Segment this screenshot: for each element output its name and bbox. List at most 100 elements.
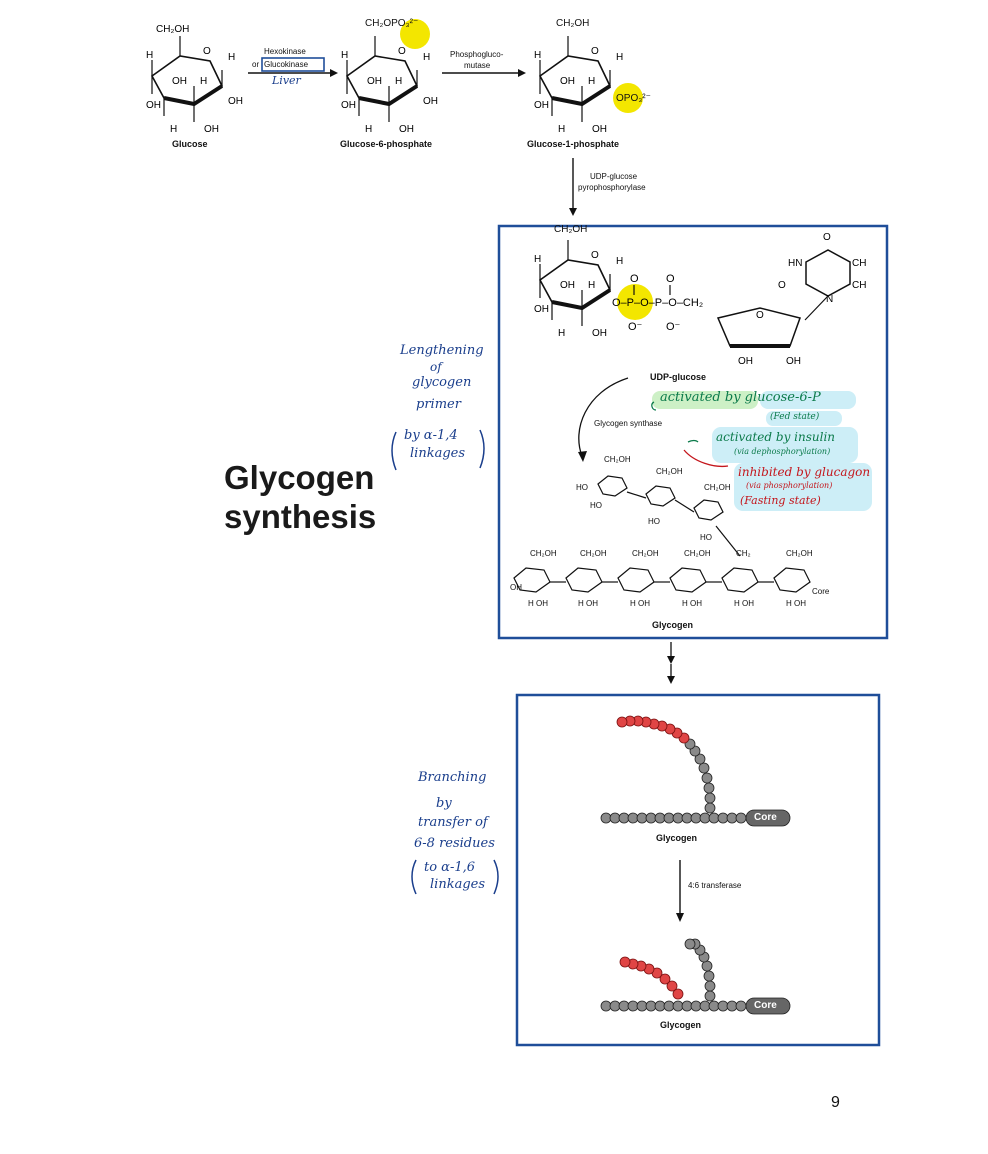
- svg-text:CH: CH: [852, 280, 866, 291]
- svg-text:OH: OH: [367, 76, 382, 87]
- svg-text:O⁻: O⁻: [666, 321, 681, 333]
- reg-activated-g6p: activated by glucose-6-P: [660, 390, 821, 405]
- svg-text:H OH: H OH: [578, 599, 598, 608]
- svg-text:O: O: [823, 232, 831, 243]
- core-label-top: Core: [754, 812, 777, 823]
- svg-text:O⁻: O⁻: [628, 321, 643, 333]
- branch-box: [515, 693, 881, 1047]
- glycogen-bead: [645, 1000, 657, 1012]
- glycogen-bead: [699, 1000, 711, 1012]
- reg-activated-insulin: activated by insulin: [716, 430, 836, 444]
- reg-dephosphorylation: (via dephosphorylation): [734, 447, 831, 456]
- glycogen-bead: [627, 812, 639, 824]
- glycogen-bead: [654, 1000, 666, 1012]
- transferred-bead: [659, 973, 671, 985]
- svg-text:OH: OH: [204, 124, 219, 135]
- svg-text:OH: OH: [423, 96, 438, 107]
- svg-text:OH: OH: [534, 304, 549, 315]
- svg-text:H: H: [558, 328, 565, 339]
- note-lengthening: Lengthening: [400, 343, 484, 358]
- note-alpha16: to α-1,6: [424, 860, 476, 875]
- enzyme-glucokinase: Glucokinase: [264, 60, 309, 69]
- enzyme-or: or: [252, 60, 260, 69]
- enzyme-hexokinase: Hexokinase: [264, 47, 306, 56]
- glycogen-chain-structure: [513, 475, 811, 593]
- g6p-structure: O H H OH H OH OH H OH: [341, 19, 438, 135]
- svg-text:OH: OH: [592, 124, 607, 135]
- glycogen-bead: [672, 812, 684, 824]
- svg-text:HO: HO: [700, 533, 712, 542]
- svg-text:CH: CH: [852, 258, 866, 269]
- svg-text:CH₂OH: CH₂OH: [656, 467, 683, 476]
- note-linkages-1: linkages: [410, 446, 466, 461]
- g1p-opo3: OPO₃²⁻: [616, 93, 651, 104]
- note-linkages-2: linkages: [430, 877, 486, 892]
- transferred-bead: [666, 980, 678, 992]
- udp-glucose-structure: O H H OH H OH H OH: [534, 238, 623, 339]
- glycogen-bead: [645, 812, 657, 824]
- glycogen-bead: [735, 812, 747, 824]
- svg-text:OH: OH: [786, 356, 801, 367]
- g6p-label: Glucose-6-phosphate: [340, 139, 433, 149]
- svg-text:CH₂OH: CH₂OH: [786, 549, 813, 558]
- note-primer: primer: [416, 397, 461, 412]
- svg-text:H: H: [616, 52, 623, 63]
- glycogen-bead: [681, 812, 693, 824]
- glycogen-label-bottom: Glycogen: [660, 1020, 702, 1030]
- glycogen-bead: [654, 812, 666, 824]
- core-label-bottom: Core: [754, 1000, 777, 1011]
- svg-text:CH₂OH: CH₂OH: [632, 549, 659, 558]
- glycogen-bead: [708, 1000, 720, 1012]
- note-by: by: [436, 796, 452, 811]
- svg-text:H: H: [423, 52, 430, 63]
- svg-text:OH: OH: [738, 356, 753, 367]
- g1p-ch2oh: CH₂OH: [556, 18, 590, 29]
- glycogen-bead: [708, 812, 720, 824]
- svg-text:H OH: H OH: [786, 599, 806, 608]
- glycogen-bead: [703, 782, 715, 794]
- svg-text:H OH: H OH: [630, 599, 650, 608]
- svg-text:H: H: [170, 124, 177, 135]
- svg-text:O: O: [756, 310, 764, 321]
- g1p-structure: O H H OH H OH H OH: [534, 34, 643, 135]
- glucose-structure: CH₂OH O H H OH H OH OH H OH: [146, 24, 243, 135]
- note-liver: Liver: [272, 74, 301, 87]
- glycogen-bead: [672, 1000, 684, 1012]
- svg-text:O: O: [203, 46, 211, 57]
- glycogen-bead: [735, 1000, 747, 1012]
- svg-text:H: H: [588, 76, 595, 87]
- glycogen-bead: [726, 812, 738, 824]
- svg-text:OH: OH: [534, 100, 549, 111]
- g1p-label: Glucose-1-phosphate: [527, 139, 620, 149]
- glycogen-label-top: Glycogen: [656, 833, 698, 843]
- glycogen-bead: [600, 812, 612, 824]
- note-glycogen: glycogen: [412, 375, 472, 390]
- core-pill-bottom: [745, 997, 791, 1015]
- reg-inhibited-glucagon: inhibited by glucagon: [738, 465, 871, 479]
- glycogen-bead: [698, 762, 710, 774]
- svg-text:OH: OH: [560, 76, 575, 87]
- transferred-bead: [672, 988, 684, 1000]
- core-label-synth: Core: [812, 587, 830, 596]
- glycogen-bead: [704, 792, 716, 804]
- svg-text:H: H: [341, 50, 348, 61]
- svg-text:OH: OH: [592, 328, 607, 339]
- g6p-ch2opo3: CH₂OPO₃²⁻: [365, 18, 419, 29]
- glycogen-bead: [699, 812, 711, 824]
- svg-text:O: O: [591, 46, 599, 57]
- udp-glucose-label: UDP-glucose: [650, 372, 707, 382]
- glycogen-bead: [701, 960, 713, 972]
- svg-text:OH: OH: [228, 96, 243, 107]
- glycogen-bead: [703, 970, 715, 982]
- glycogen-bead: [618, 1000, 630, 1012]
- svg-text:OH: OH: [399, 124, 414, 135]
- glycogen-bead: [694, 753, 706, 765]
- svg-text:O: O: [398, 46, 406, 57]
- glycogen-bead: [663, 812, 675, 824]
- glycogen-bead: [609, 812, 621, 824]
- glycogen-bead: [636, 1000, 648, 1012]
- glycogen-bead: [600, 1000, 612, 1012]
- note-transfer: transfer of: [418, 815, 488, 830]
- svg-text:H: H: [365, 124, 372, 135]
- svg-text:CH₂OH: CH₂OH: [684, 549, 711, 558]
